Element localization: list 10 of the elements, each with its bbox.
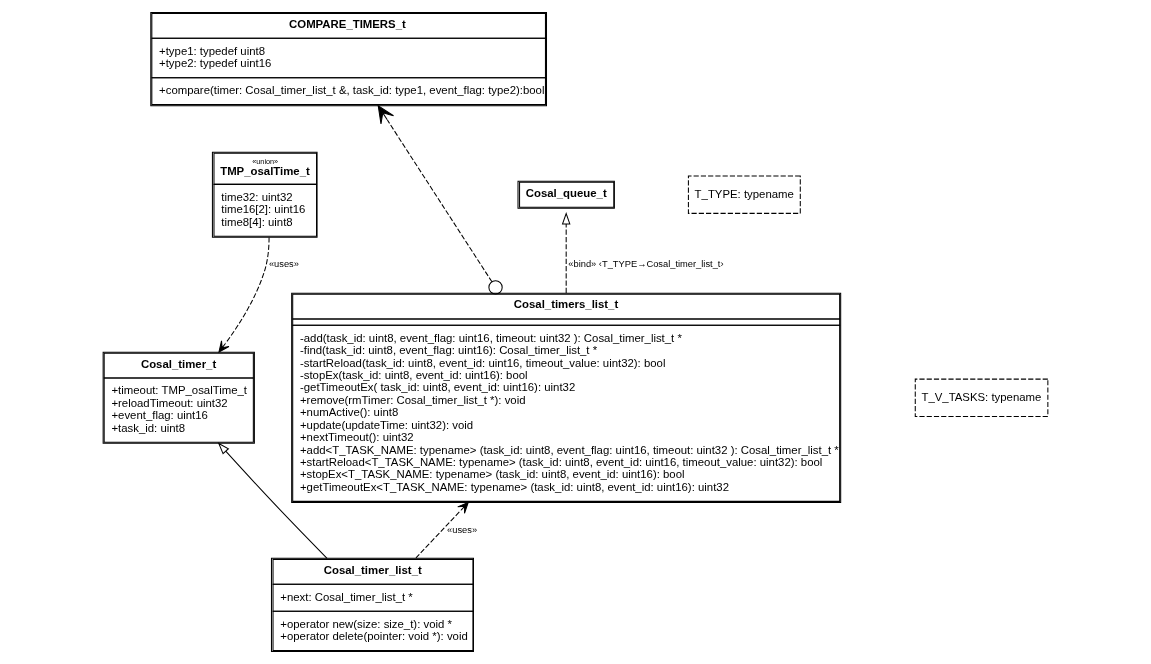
edge-label: «uses» bbox=[447, 524, 478, 535]
arrow bbox=[218, 236, 270, 353]
node-box: T_TYPE: typename bbox=[687, 175, 801, 214]
arrow bbox=[217, 442, 328, 559]
node-box: T_V_TASKS: typename bbox=[914, 378, 1049, 417]
arrow bbox=[561, 212, 571, 294]
arrow bbox=[415, 502, 469, 559]
edge-label: «bind» ‹T_TYPE→Cosal_timer_list_t› bbox=[568, 259, 724, 270]
arrow bbox=[377, 105, 503, 295]
edge-label: «uses» bbox=[268, 259, 299, 270]
